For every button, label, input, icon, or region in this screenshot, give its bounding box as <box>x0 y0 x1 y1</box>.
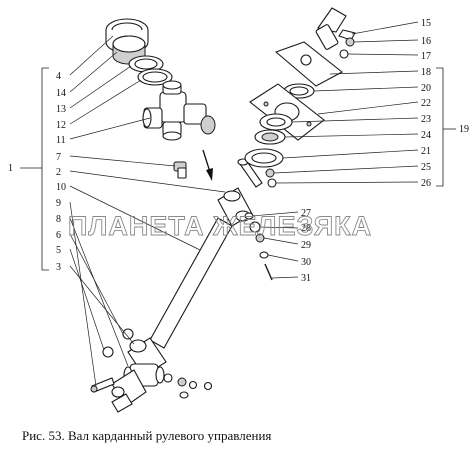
callout-24: 24 <box>421 130 431 141</box>
cotter-pin-30 <box>259 251 269 259</box>
bearing-cup-5 <box>102 346 114 358</box>
callout-13: 13 <box>56 104 66 115</box>
callout-11: 11 <box>56 135 66 146</box>
callout-16: 16 <box>421 36 431 47</box>
lower-fasteners <box>163 373 213 399</box>
callout-23: 23 <box>421 114 431 125</box>
callout-6: 6 <box>56 230 61 241</box>
callout-15: 15 <box>421 18 431 29</box>
callout-12: 12 <box>56 120 66 131</box>
callout-3: 3 <box>56 262 61 273</box>
callout-2: 2 <box>56 167 61 178</box>
leader-lines <box>69 21 419 387</box>
steering-gear-shaft <box>111 369 147 413</box>
right-group-bracket: 19 <box>436 67 469 187</box>
bearing-cup-6 <box>122 328 134 340</box>
seal-21 <box>244 148 284 168</box>
nut-25 <box>265 168 275 178</box>
lower-bolt-9 <box>90 377 115 393</box>
seal-13 <box>128 55 164 73</box>
callout-22: 22 <box>421 98 431 109</box>
callout-4: 4 <box>56 71 61 82</box>
figure-caption: Рис. 53. Вал карданный рулевого управлен… <box>22 428 272 443</box>
bearing-housing-23 <box>259 113 293 131</box>
callout-26: 26 <box>421 178 431 189</box>
callout-1: 1 <box>8 163 13 174</box>
callout-17: 17 <box>421 51 431 62</box>
washer-17 <box>339 49 349 59</box>
callout-14: 14 <box>56 88 66 99</box>
watermark-text: ПЛАНЕТА ЖЕЛЕЗЯКА <box>68 211 372 241</box>
washer-26 <box>267 178 277 188</box>
nut-16 <box>345 37 355 47</box>
callout-20: 20 <box>421 83 431 94</box>
pin-31 <box>264 263 273 281</box>
callout-8: 8 <box>56 214 61 225</box>
cross-spider-11 <box>142 80 216 141</box>
seal-ring-12 <box>137 68 173 86</box>
grease-fitting-7 <box>173 161 187 179</box>
callout-28: 28 <box>301 223 311 234</box>
callout-9: 9 <box>56 198 61 209</box>
assembly-arrow <box>202 149 213 181</box>
callout-10: 10 <box>56 182 66 193</box>
callout-29: 29 <box>301 240 311 251</box>
callout-31: 31 <box>301 273 311 284</box>
callout-5: 5 <box>56 245 61 256</box>
middle-callouts: 27 28 29 30 31 <box>301 208 311 284</box>
left-callouts: 4 14 13 12 11 7 2 10 9 8 6 5 3 <box>56 71 66 273</box>
bearing-24 <box>254 129 286 145</box>
callout-25: 25 <box>421 162 431 173</box>
upper-column-shaft <box>315 7 347 50</box>
callout-18: 18 <box>421 67 431 78</box>
callout-30: 30 <box>301 257 311 268</box>
callout-7: 7 <box>56 152 61 163</box>
callout-21: 21 <box>421 146 431 157</box>
cover-plate-18 <box>274 41 343 87</box>
right-callouts: 15 16 17 18 20 22 23 24 21 25 26 <box>421 18 431 189</box>
callout-19: 19 <box>459 124 469 135</box>
callout-27: 27 <box>301 208 311 219</box>
left-group-bracket: 1 <box>8 67 49 271</box>
